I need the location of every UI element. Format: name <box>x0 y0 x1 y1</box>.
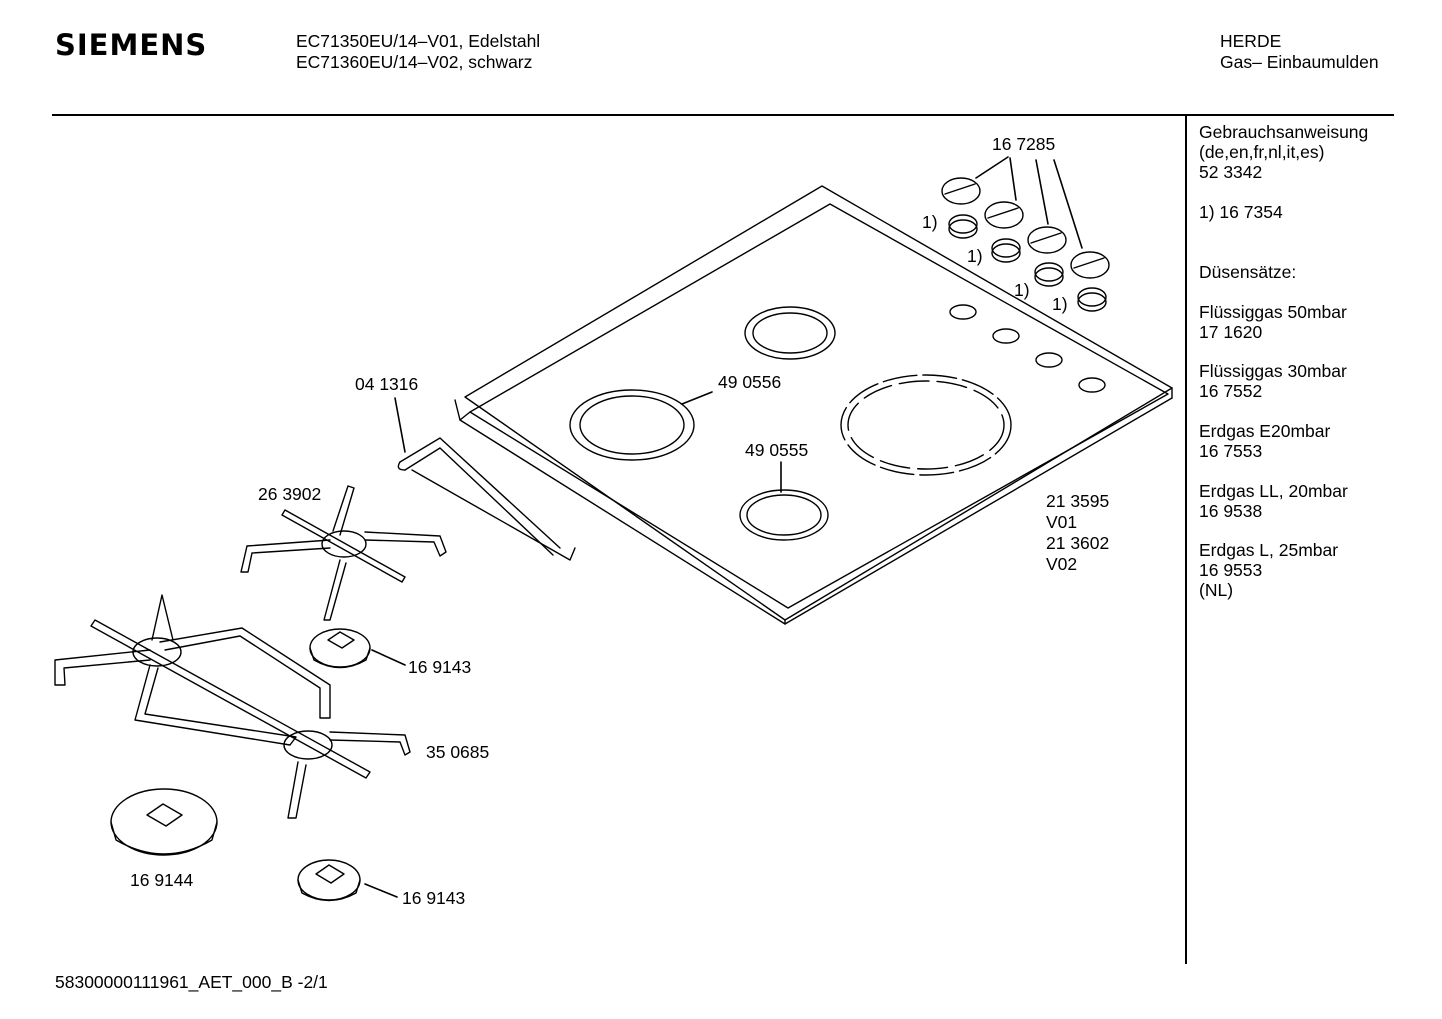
nozzle-set-name: Flüssiggas 30mbar <box>1199 361 1347 381</box>
nozzle-set-2: Flüssiggas 30mbar 16 7552 <box>1199 361 1347 401</box>
control-knobs <box>941 177 1110 279</box>
nozzle-title: Düsensätze: <box>1199 262 1297 282</box>
knob-hole-3 <box>1035 352 1063 368</box>
label-burner-cap-large: 16 9144 <box>130 870 194 890</box>
grate-double <box>54 594 411 819</box>
manual-languages: (de,en,fr,nl,it,es) <box>1199 142 1325 162</box>
burner-cap-large <box>110 788 218 856</box>
nozzle-set-number: 16 9538 <box>1199 501 1263 521</box>
manual-number: 52 3342 <box>1199 162 1263 182</box>
brand-logo: SIEMENS <box>55 28 208 62</box>
footnote-text: 1) 16 7354 <box>1199 202 1283 222</box>
label-grate-double: 35 0685 <box>426 742 490 762</box>
leader-lines <box>364 156 1083 898</box>
document-id: 58300000111961_AET_000_B -2/1 <box>55 972 328 992</box>
label-footnote-ref-3: 1) <box>1014 280 1030 300</box>
burner-cap-b <box>297 859 361 902</box>
grate-small <box>240 485 447 621</box>
manual-title: Gebrauchsanweisung <box>1199 122 1369 142</box>
label-footnote-ref-4: 1) <box>1052 294 1068 314</box>
label-burner-ring-large: 49 0556 <box>718 372 782 392</box>
nozzle-set-1: Flüssiggas 50mbar 17 1620 <box>1199 302 1347 342</box>
model-list: EC71350EU/14–V01, Edelstahl EC71360EU/14… <box>296 31 540 73</box>
burner-opening-wok-inner <box>847 380 1005 470</box>
nozzle-set-name: Erdgas LL, 20mbar <box>1199 481 1348 501</box>
nozzle-set-number: 16 7552 <box>1199 381 1263 401</box>
header-divider <box>52 114 1394 116</box>
label-seal: 04 1316 <box>355 374 419 394</box>
model-line-1: EC71350EU/14–V01, Edelstahl <box>296 31 541 51</box>
category-line-2: Gas– Einbaumulden <box>1220 52 1379 72</box>
burner-cap-a <box>309 628 371 669</box>
category-block: HERDE Gas– Einbaumulden <box>1220 31 1379 73</box>
nozzle-set-3: Erdgas E20mbar 16 7553 <box>1199 421 1330 461</box>
nozzle-set-name: Flüssiggas 50mbar <box>1199 302 1347 322</box>
burner-opening-top <box>744 306 836 360</box>
burner-ring-large-left <box>569 389 695 461</box>
nozzle-set-number: 16 9553 <box>1199 560 1263 580</box>
burner-ring-small <box>739 489 829 541</box>
manual-block: Gebrauchsanweisung (de,en,fr,nl,it,es) 5… <box>1199 122 1368 182</box>
hob-plate <box>454 185 1173 625</box>
label-hob: 21 3595 V01 21 3602 V02 <box>1046 491 1109 575</box>
label-burner-ring-small: 49 0555 <box>745 440 809 460</box>
knob-springs <box>948 214 1107 312</box>
burner-opening-top-inner <box>752 312 828 354</box>
nozzle-set-4: Erdgas LL, 20mbar 16 9538 <box>1199 481 1348 521</box>
burner-ring-large-left-inner <box>579 395 685 455</box>
label-hob-v02-number: 21 3602 <box>1046 533 1110 553</box>
knob-hole-1 <box>949 304 977 320</box>
nozzle-set-name: Erdgas L, 25mbar <box>1199 540 1339 560</box>
seal-gasket <box>397 437 576 561</box>
label-grate-small: 26 3902 <box>258 484 322 504</box>
category-line-1: HERDE <box>1220 31 1282 51</box>
label-burner-cap-a: 16 9143 <box>408 657 472 677</box>
label-hob-v01-variant: V01 <box>1046 512 1078 532</box>
label-footnote-ref-2: 1) <box>967 246 983 266</box>
nozzle-set-5: Erdgas L, 25mbar 16 9553 (NL) <box>1199 540 1338 600</box>
sidebar-divider <box>1185 116 1187 964</box>
nozzle-set-number: 16 7553 <box>1199 441 1263 461</box>
nozzle-note: (NL) <box>1199 580 1234 600</box>
label-burner-cap-b: 16 9143 <box>402 888 466 908</box>
knob-hole-4 <box>1078 377 1106 393</box>
burner-opening-wok <box>840 374 1012 476</box>
label-footnote-ref-1: 1) <box>922 212 938 232</box>
nozzle-set-name: Erdgas E20mbar <box>1199 421 1331 441</box>
nozzle-set-number: 17 1620 <box>1199 322 1263 342</box>
knob-hole-2 <box>992 328 1020 344</box>
burner-ring-small-inner <box>746 494 822 536</box>
label-hob-v01-number: 21 3595 <box>1046 491 1110 511</box>
label-hob-v02-variant: V02 <box>1046 554 1078 574</box>
label-knobs: 16 7285 <box>992 134 1056 154</box>
model-line-2: EC71360EU/14–V02, schwarz <box>296 52 533 72</box>
